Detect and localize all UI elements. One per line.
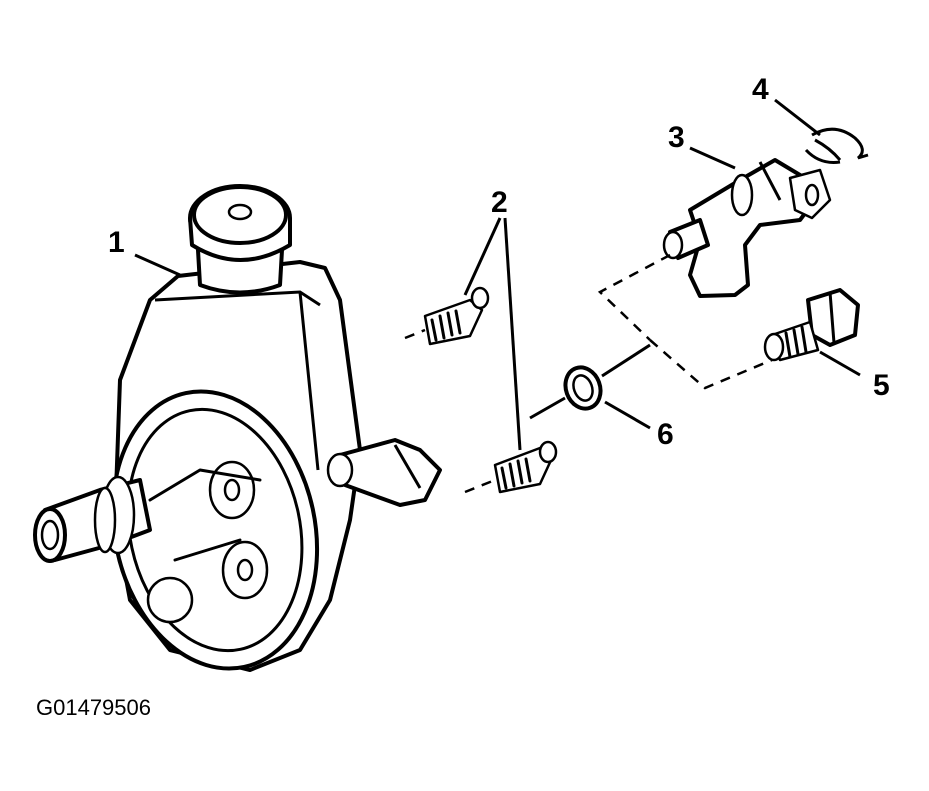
plug-bolt xyxy=(763,288,860,362)
callout-5: 5 xyxy=(873,369,890,402)
fitting-lower xyxy=(464,440,558,494)
callout-6: 6 xyxy=(657,418,674,451)
callout-2: 2 xyxy=(491,186,508,219)
callout-4: 4 xyxy=(752,73,769,106)
callout-1: 1 xyxy=(108,226,125,259)
retaining-clip xyxy=(804,127,869,164)
leader-lines xyxy=(134,98,861,451)
valve-elbow xyxy=(662,158,832,298)
figure-id: G01479506 xyxy=(36,695,151,720)
assembly-dashed-lines xyxy=(597,253,773,390)
o-ring xyxy=(529,343,651,420)
power-steering-pump xyxy=(33,184,442,672)
callout-3: 3 xyxy=(668,121,685,154)
fitting-upper xyxy=(404,286,490,346)
